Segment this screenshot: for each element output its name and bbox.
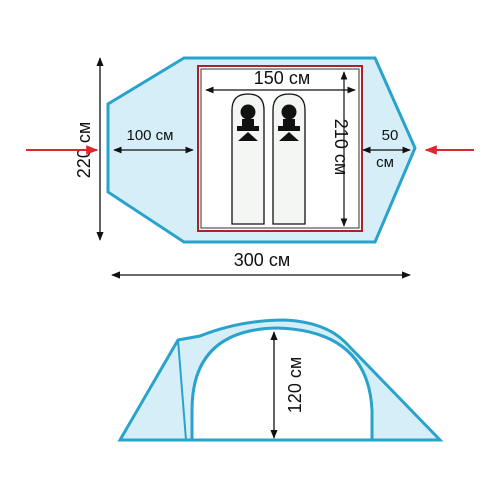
plan-view: 150 см 210 см 100 см 50 см 220 см <box>26 56 474 244</box>
inner-tent-frame <box>200 68 360 229</box>
inner-length-label: 210 см <box>331 119 351 175</box>
rear-vestibule-value: 50 <box>382 127 399 144</box>
rear-pole <box>177 339 187 441</box>
sleeping-bag-icon <box>231 93 265 225</box>
side-view: 120 см <box>117 318 444 442</box>
inner-width-label: 150 см <box>254 68 310 88</box>
door-opening <box>190 326 374 442</box>
sleeping-bag-icon <box>272 93 306 225</box>
rear-vestibule-unit: см <box>376 154 394 171</box>
height-label: 120 см <box>285 357 305 413</box>
vestibule-depth-label: 100 см <box>126 127 173 144</box>
overall-length-label: 300 см <box>234 250 290 270</box>
overall-length: 300 см <box>111 250 411 279</box>
